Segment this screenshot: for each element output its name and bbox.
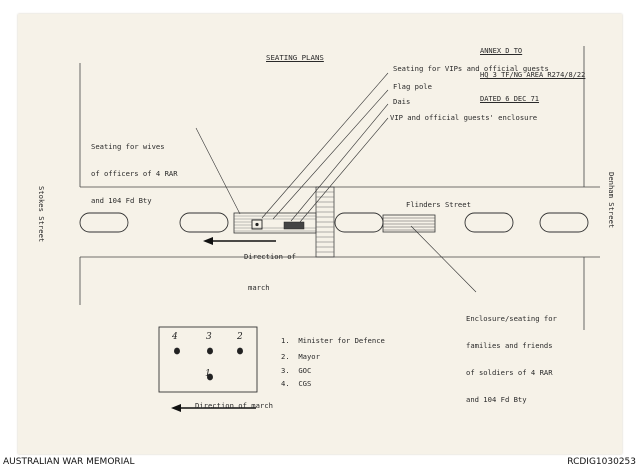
vip-enclosure-box: [283, 221, 305, 230]
leader-flag-pole: [272, 89, 389, 220]
footer-record-id: RCDIG1030253: [567, 457, 636, 467]
median-island: [464, 212, 514, 233]
street-denham: Denham Street: [607, 172, 616, 229]
label-dais: Dais: [393, 97, 411, 106]
label-flag-pole: Flag pole: [393, 82, 432, 91]
leader-vip-enclosure: [299, 117, 389, 223]
label-wives-line: and 104 Fd Bty: [91, 196, 152, 205]
label-direction-of-march-bottom: Direction of march: [195, 401, 273, 410]
leader-wives: [195, 127, 241, 215]
label-families-enclosure: Enclosure/seating for families and frien…: [466, 296, 557, 422]
families-enclosure: [382, 214, 436, 233]
label-vip-enclosure: VIP and official guests' enclosure: [390, 113, 538, 122]
footer-institution: AUSTRALIAN WAR MEMORIAL: [3, 457, 135, 467]
legend-item: 2. Mayor: [281, 352, 320, 361]
label-vip-seating: Seating for VIPs and official guests: [393, 64, 549, 73]
paper-sheet: [18, 14, 622, 454]
median-island: [179, 212, 229, 233]
dais-box: [251, 219, 263, 230]
annex-line-2: HQ 3 TF/NG AREA R274/8/22: [480, 71, 586, 79]
street-stokes: Stokes Street: [37, 186, 46, 243]
leader-vip-seating: [261, 72, 389, 219]
legend-item: 4. CGS: [281, 379, 312, 388]
flag-pole-icon: [255, 222, 259, 227]
leader-dais: [290, 103, 389, 222]
label-wives-seating: Seating for wives of officers of 4 RAR a…: [91, 124, 178, 223]
seat-number-2: 2: [237, 332, 243, 342]
bottom-arrow-head: [171, 404, 181, 412]
annex-reference: ANNEX D TO HQ 3 TF/NG AREA R274/8/22 DAT…: [480, 31, 620, 119]
annex-line-1: ANNEX D TO: [480, 47, 523, 55]
median-island: [539, 212, 589, 233]
label-wives-line: Seating for wives: [91, 142, 165, 151]
annex-line-3: DATED 6 DEC 71: [480, 95, 540, 103]
vip-area: [233, 212, 317, 234]
street-flinders: Flinders Street: [406, 200, 471, 209]
label-direction-line: march: [248, 283, 270, 292]
dais-plan-box: [158, 326, 258, 393]
seat-2-marker: [237, 347, 243, 355]
label-families-line: Enclosure/seating for: [466, 314, 557, 323]
document-title: SEATING PLANS: [266, 53, 324, 62]
median-island: [79, 212, 129, 233]
seat-1-marker: [207, 373, 213, 381]
label-direction-of-march-road: Direction of march: [244, 234, 296, 310]
march-arrow-head: [203, 237, 213, 245]
label-wives-line: of officers of 4 RAR: [91, 169, 178, 178]
legend-item: 3. GOC: [281, 366, 312, 375]
leader-families: [410, 225, 477, 293]
seat-number-1: 1: [205, 369, 211, 379]
label-families-line: of soldiers of 4 RAR: [466, 368, 553, 377]
seat-number-3: 3: [206, 332, 212, 342]
seat-3-marker: [207, 347, 213, 355]
stand-structure: [315, 186, 335, 258]
median-island: [334, 212, 384, 233]
seat-number-4: 4: [172, 332, 178, 342]
legend-item: 1. Minister for Defence: [281, 336, 385, 345]
label-families-line: and 104 Fd Bty: [466, 395, 527, 404]
label-families-line: families and friends: [466, 341, 553, 350]
seat-4-marker: [174, 347, 180, 355]
label-direction-line: Direction of: [244, 252, 296, 261]
